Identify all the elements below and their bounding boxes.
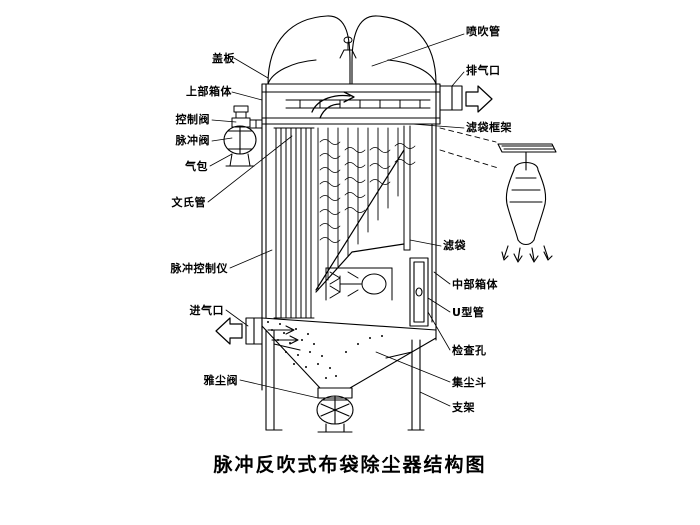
- label-control-valve: 控制阀: [175, 113, 210, 126]
- label-bag-frame: 滤袋框架: [466, 121, 512, 134]
- label-support-frame: 支架: [452, 401, 475, 414]
- airflow-arrow-upper: [311, 91, 355, 119]
- lid-hinge: [339, 36, 357, 59]
- label-blow-pipe: 喷吹管: [466, 25, 501, 38]
- dust-texture: [319, 139, 416, 243]
- bag-frame-top: [403, 125, 411, 251]
- exhaust-arrow: [465, 85, 493, 113]
- label-air-reservoir: 气包: [185, 160, 208, 173]
- reservoir-support: [225, 153, 255, 167]
- u-tube-assembly: [325, 267, 393, 301]
- leader-lines-right: [371, 33, 465, 407]
- label-air-inlet: 进气口: [189, 304, 224, 317]
- label-cover-plate: 盖板: [212, 52, 235, 65]
- collected-dust: [267, 321, 383, 379]
- filter-bags-left: [273, 127, 315, 319]
- exhaust-outlet: [439, 85, 463, 111]
- cutaway-edge: [315, 149, 405, 293]
- label-middle-box: 中部箱体: [452, 278, 498, 291]
- detail-connector: [439, 127, 499, 169]
- top-cover-dome: [267, 15, 437, 85]
- pulse-valve: [231, 105, 251, 128]
- label-inspection-hole: 检查孔: [452, 344, 487, 357]
- blow-pipes: [285, 99, 431, 109]
- label-venturi-tube: 文氏管: [171, 196, 206, 209]
- detail-callout-bag: [497, 143, 557, 246]
- label-pulse-controller: 脉冲控制仪: [170, 262, 228, 275]
- detail-flow-arrows: [501, 245, 553, 263]
- label-dust-hopper: 集尘斗: [452, 376, 487, 389]
- support-legs: [265, 329, 425, 431]
- label-pulse-valve: 脉冲阀: [175, 134, 210, 147]
- inlet-duct: [245, 317, 263, 345]
- label-discharge-valve: 雅尘阀: [203, 374, 238, 387]
- label-u-tube: U型管: [452, 306, 485, 319]
- figure-caption: 脉冲反吹式布袋除尘器结构图: [213, 454, 487, 476]
- label-filter-bag: 滤袋: [443, 239, 466, 252]
- hopper-flow-arrows: [267, 325, 299, 345]
- inspection-door: [409, 257, 429, 327]
- discharge-valve: [316, 387, 354, 433]
- upper-box: [261, 83, 441, 125]
- leader-lines-left: [207, 57, 319, 399]
- label-exhaust-outlet: 排气口: [466, 64, 501, 77]
- air-reservoir: [223, 125, 257, 155]
- label-upper-box: 上部箱体: [186, 85, 232, 98]
- control-valve: [249, 119, 263, 129]
- inlet-arrow: [215, 317, 243, 345]
